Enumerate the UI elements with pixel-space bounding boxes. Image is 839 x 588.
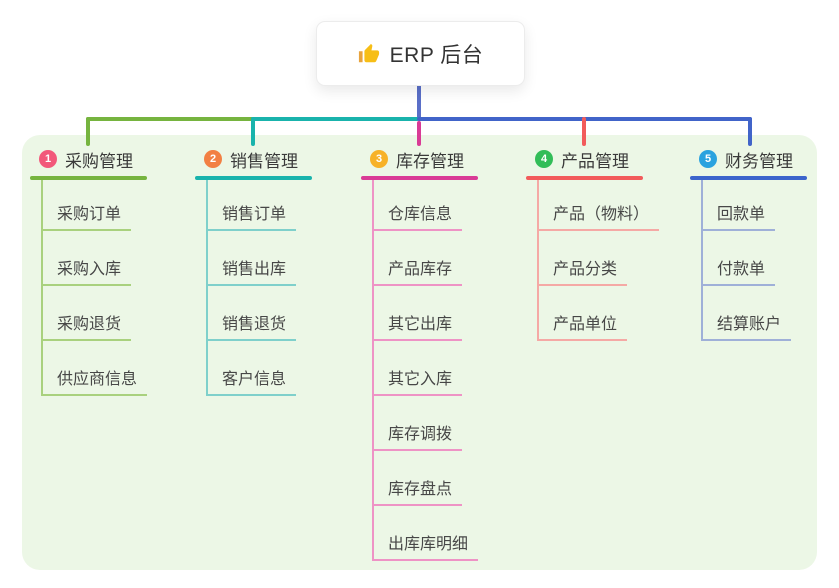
branch-inventory-header[interactable]: 3 库存管理: [361, 146, 478, 172]
connector-horizontal-branch2: [251, 117, 419, 121]
node-receipt-bill[interactable]: 回款单: [701, 203, 776, 231]
badge-4-icon: 4: [535, 150, 553, 168]
root-connector-line: [417, 84, 421, 120]
node-outbound-detail[interactable]: 出库库明细: [372, 533, 479, 561]
connector-drop-branch2: [251, 117, 255, 146]
branch-underline: [30, 176, 147, 180]
branch-label: 财务管理: [725, 151, 793, 171]
badge-2-icon: 2: [204, 150, 222, 168]
badge-3-icon: 3: [370, 150, 388, 168]
branch-label: 产品管理: [561, 151, 629, 171]
root-node-label: ERP 后台: [389, 43, 484, 67]
node-product-unit[interactable]: 产品单位: [537, 313, 628, 341]
branch-product: 4 产品管理 产品（物料） 产品分类 产品单位: [526, 146, 660, 341]
node-sales-return[interactable]: 销售退货: [206, 313, 297, 341]
connector-drop-branch3: [417, 121, 421, 146]
node-purchase-inbound[interactable]: 采购入库: [41, 258, 132, 286]
branch-label: 库存管理: [396, 151, 464, 171]
branch-label: 销售管理: [230, 151, 298, 171]
branch-purchase: 1 采购管理 采购订单 采购入库 采购退货 供应商信息: [30, 146, 148, 396]
branch-underline: [690, 176, 807, 180]
node-other-inbound[interactable]: 其它入库: [372, 368, 463, 396]
node-purchase-return[interactable]: 采购退货: [41, 313, 132, 341]
root-node[interactable]: ERP 后台: [316, 21, 525, 86]
branch-product-header[interactable]: 4 产品管理: [526, 146, 643, 172]
node-payment-bill[interactable]: 付款单: [701, 258, 776, 286]
branch-trunk-line: [372, 180, 374, 559]
node-stock-transfer[interactable]: 库存调拨: [372, 423, 463, 451]
node-other-outbound[interactable]: 其它出库: [372, 313, 463, 341]
node-product-category[interactable]: 产品分类: [537, 258, 628, 286]
thumbs-up-icon: [358, 43, 380, 65]
branch-trunk-line: [701, 180, 703, 339]
branch-sales: 2 销售管理 销售订单 销售出库 销售退货 客户信息: [195, 146, 312, 396]
branch-label: 采购管理: [65, 151, 133, 171]
connector-drop-branch1: [86, 117, 90, 146]
connector-horizontal-branch1: [86, 117, 254, 121]
branch-trunk-line: [41, 180, 43, 394]
branch-trunk-line: [206, 180, 208, 394]
badge-1-icon: 1: [39, 150, 57, 168]
connector-drop-branch4: [582, 117, 586, 146]
branch-trunk-line: [537, 180, 539, 339]
branch-inventory: 3 库存管理 仓库信息 产品库存 其它出库 其它入库 库存调拨 库存盘点 出库库…: [361, 146, 479, 561]
node-customer-info[interactable]: 客户信息: [206, 368, 297, 396]
branch-purchase-header[interactable]: 1 采购管理: [30, 146, 147, 172]
branch-finance-header[interactable]: 5 财务管理: [690, 146, 807, 172]
node-sales-outbound[interactable]: 销售出库: [206, 258, 297, 286]
node-settlement-account[interactable]: 结算账户: [701, 313, 792, 341]
node-warehouse-info[interactable]: 仓库信息: [372, 203, 463, 231]
node-sales-order[interactable]: 销售订单: [206, 203, 297, 231]
node-product-material[interactable]: 产品（物料）: [537, 203, 660, 231]
branch-underline: [195, 176, 312, 180]
branch-underline: [526, 176, 643, 180]
branch-finance: 5 财务管理 回款单 付款单 结算账户: [690, 146, 807, 341]
connector-drop-branch5: [748, 117, 752, 146]
branch-underline: [361, 176, 478, 180]
background-panel: [22, 135, 817, 570]
node-supplier-info[interactable]: 供应商信息: [41, 368, 148, 396]
node-stock-taking[interactable]: 库存盘点: [372, 478, 463, 506]
node-purchase-order[interactable]: 采购订单: [41, 203, 132, 231]
node-product-stock[interactable]: 产品库存: [372, 258, 463, 286]
branch-sales-header[interactable]: 2 销售管理: [195, 146, 312, 172]
badge-5-icon: 5: [699, 150, 717, 168]
